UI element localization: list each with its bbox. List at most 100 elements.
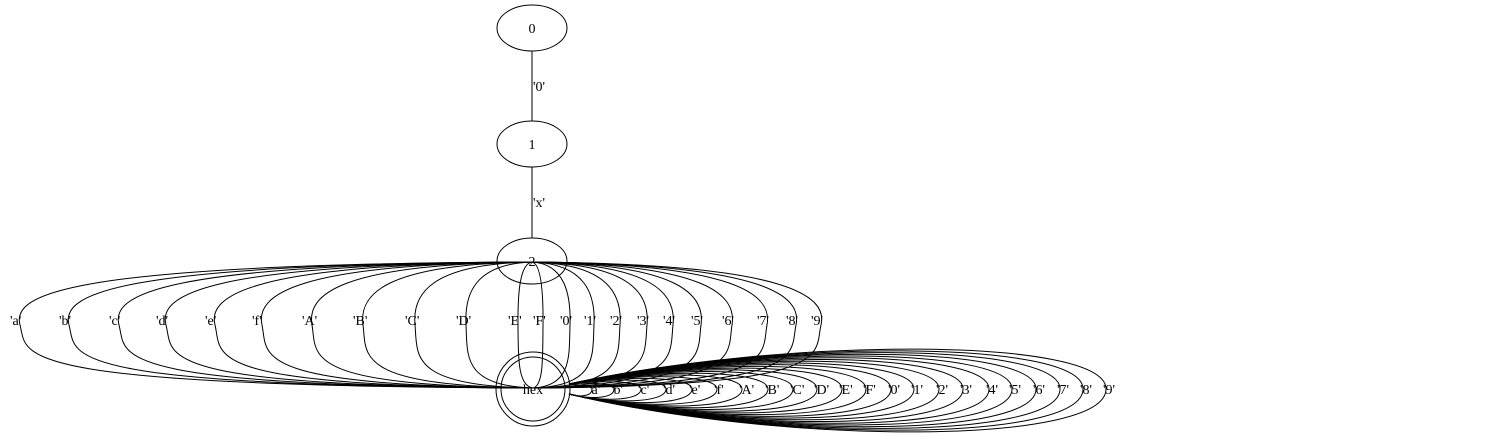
self-loop-hex	[568, 381, 642, 400]
edge-label-2-to-hex: 'd'	[156, 314, 168, 329]
edge-2-to-hex	[465, 261, 534, 389]
edge-label-2-to-hex: 'C'	[405, 314, 419, 329]
edge-2-to-hex	[531, 261, 798, 389]
self-loop-label-hex: 'e'	[689, 383, 700, 398]
edge-label-2-to-hex: '4'	[663, 314, 675, 329]
edge-2-to-hex	[531, 261, 544, 389]
self-loop-hex	[568, 358, 964, 423]
edge-label-0-to-1: '0'	[533, 80, 545, 95]
self-loop-label-hex: '1'	[911, 383, 923, 398]
self-loop-hex	[568, 367, 843, 414]
self-loop-hex	[568, 353, 1037, 428]
edge-label-2-to-hex: '8'	[786, 314, 798, 329]
self-loop-label-hex: 'a'	[589, 383, 600, 398]
edge-label-2-to-hex: '6'	[722, 314, 734, 329]
self-loop-label-hex: '5'	[1009, 383, 1021, 398]
edge-2-to-hex	[67, 261, 534, 389]
edge-2-to-hex	[531, 261, 674, 389]
edge-2-to-hex	[310, 261, 534, 389]
self-loop-label-hex: 'F'	[863, 383, 876, 398]
state-node-0-label: 0	[529, 22, 536, 37]
edge-label-2-to-hex: 'b'	[59, 314, 71, 329]
self-loop-label-hex: 'c'	[638, 383, 649, 398]
edge-2-to-hex	[164, 261, 534, 389]
self-loop-label-hex: '4'	[986, 383, 998, 398]
self-loop-hex	[568, 369, 818, 412]
edge-2-to-hex	[531, 261, 595, 389]
self-loop-hex	[568, 360, 940, 421]
state-node-2[interactable]: 2	[496, 237, 568, 285]
state-node-2-label: 2	[529, 255, 536, 270]
edge-2-to-hex	[18, 261, 534, 389]
self-loop-hex	[568, 357, 990, 424]
self-loop-label-hex: 'b'	[611, 383, 623, 398]
edge-label-2-to-hex: 'F'	[533, 314, 546, 329]
edge-label-2-to-hex: '1'	[584, 314, 596, 329]
self-loop-hex	[568, 350, 1084, 431]
self-loop-label-hex: 'f'	[714, 383, 724, 398]
edge-label-2-to-hex: '9'	[811, 314, 823, 329]
self-loop-label-hex: '0'	[888, 383, 900, 398]
self-loop-label-hex: '2'	[936, 383, 948, 398]
edge-2-to-hex	[517, 261, 534, 389]
state-node-2-shape	[496, 237, 568, 285]
edge-layer	[18, 51, 1107, 433]
node-layer: 0 1 2 hex	[495, 4, 571, 427]
edge-label-2-to-hex: 'c'	[109, 314, 120, 329]
edge-2-to-hex	[531, 261, 823, 389]
self-loop-label-hex: 'E'	[839, 383, 853, 398]
self-loop-hex	[568, 379, 667, 402]
state-node-hex-inner-ring	[500, 356, 566, 422]
edge-label-2-to-hex: 'E'	[508, 314, 522, 329]
state-node-1-shape	[496, 120, 568, 168]
self-loop-hex	[568, 348, 1107, 433]
state-node-1-label: 1	[529, 138, 536, 153]
self-loop-hex	[568, 377, 693, 404]
self-loop-hex	[568, 355, 1013, 426]
edge-2-to-hex	[362, 261, 534, 389]
edge-2-to-hex	[531, 261, 733, 389]
edge-label-2-to-hex: '0'	[560, 314, 572, 329]
edge-label-2-to-hex: 'A'	[302, 314, 317, 329]
self-loop-hex	[568, 362, 915, 419]
self-loop-hex	[568, 376, 718, 405]
edge-2-to-hex	[117, 261, 534, 389]
label-layer: '0' 'x' 'a' 'b' 'c' 'd' 'e' 'f' 'A' 'B' 'C' 'D' 'E…	[10, 80, 1115, 398]
state-node-0-shape	[496, 4, 568, 52]
edge-label-2-to-hex: 'f'	[252, 314, 262, 329]
self-loop-hex	[568, 371, 794, 410]
self-loop-label-hex: 'A'	[739, 383, 754, 398]
self-loop-label-hex: '3'	[960, 383, 972, 398]
state-node-hex-label: hex	[523, 383, 543, 398]
self-loop-hex	[568, 364, 892, 417]
edge-2-to-hex	[213, 261, 534, 389]
self-loop-label-hex: 'C'	[790, 383, 804, 398]
self-loop-hex	[568, 372, 769, 409]
edge-2-to-hex	[414, 261, 534, 389]
self-loop-hex	[568, 374, 743, 407]
state-node-0[interactable]: 0	[496, 4, 568, 52]
self-loop-label-hex: '9'	[1103, 383, 1115, 398]
self-loop-label-hex: '8'	[1080, 383, 1092, 398]
self-loop-label-hex: 'D'	[814, 383, 829, 398]
self-loop-hex	[568, 365, 867, 416]
edge-label-1-to-2: 'x'	[533, 196, 545, 211]
state-node-hex[interactable]: hex	[495, 351, 571, 427]
state-node-1[interactable]: 1	[496, 120, 568, 168]
self-loop-label-hex: '6'	[1033, 383, 1045, 398]
self-loop-label-hex: '7'	[1057, 383, 1069, 398]
state-node-hex-outer-ring	[495, 351, 571, 427]
edge-label-2-to-hex: 'D'	[456, 314, 471, 329]
edge-label-2-to-hex: 'a'	[10, 314, 21, 329]
edge-label-2-to-hex: '3'	[637, 314, 649, 329]
edge-2-to-hex	[531, 261, 702, 389]
edge-2-to-hex	[260, 261, 534, 389]
edge-label-2-to-hex: '5'	[691, 314, 703, 329]
edge-label-2-to-hex: 'B'	[353, 314, 367, 329]
self-loop-hex	[568, 352, 1061, 429]
edge-2-to-hex	[531, 261, 571, 389]
edge-label-2-to-hex: '2'	[610, 314, 622, 329]
edge-label-2-to-hex: '7'	[757, 314, 769, 329]
self-loop-label-hex: 'B'	[765, 383, 779, 398]
